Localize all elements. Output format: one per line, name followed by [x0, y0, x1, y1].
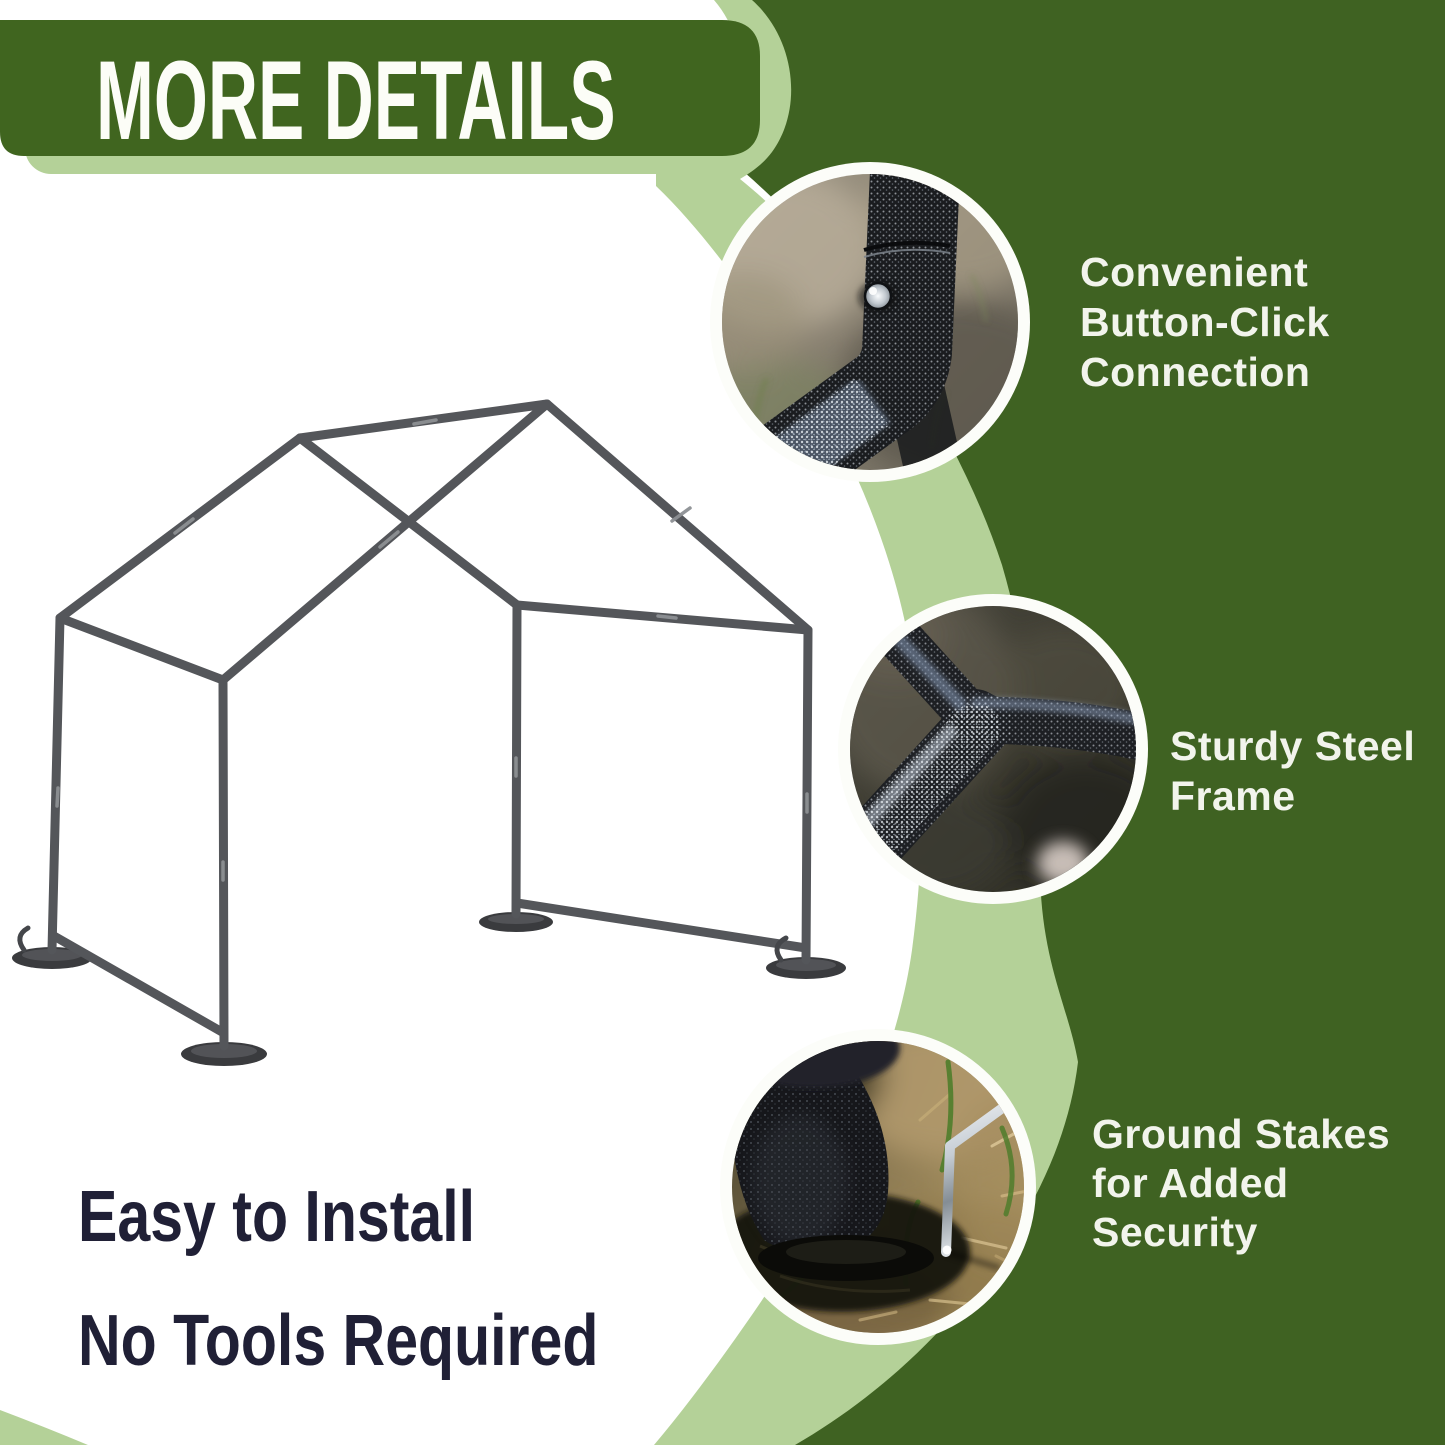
canopy-frame-illustration — [12, 399, 846, 1066]
caption-line: Frame — [1170, 773, 1296, 819]
caption-ground-stakes: Ground Stakes for Added Security — [1092, 1110, 1390, 1257]
corner-accent — [0, 1410, 88, 1445]
right-bottom-rail — [512, 898, 811, 953]
tagline-line-2: No Tools Required — [78, 1301, 599, 1381]
push-button — [863, 281, 893, 311]
left-eave-tube — [55, 613, 228, 685]
caption-line: Ground Stakes — [1092, 1111, 1391, 1157]
banner-bubble — [0, 20, 760, 156]
caption-button-click: Convenient Button-Click Connection — [1080, 247, 1330, 397]
connector-seam — [863, 240, 951, 252]
foot-hook — [17, 925, 31, 953]
tube-seams — [55, 418, 809, 882]
caption-line: for Added — [1092, 1160, 1289, 1206]
caption-line: Security — [1092, 1209, 1258, 1255]
banner-title: MORE DETAILS — [96, 37, 616, 163]
caption-line: Button-Click — [1080, 299, 1330, 345]
left-bottom-rail — [49, 931, 227, 1037]
caption-line: Sturdy Steel — [1170, 723, 1416, 769]
stake-wire — [941, 1099, 1013, 1257]
foot-hook — [774, 935, 789, 963]
caption-steel-frame: Sturdy Steel Frame — [1170, 721, 1415, 821]
tagline-line-1: Easy to Install — [78, 1177, 476, 1257]
caption-line: Connection — [1080, 349, 1311, 395]
banner — [0, 20, 762, 174]
caption-line: Convenient — [1080, 249, 1309, 295]
